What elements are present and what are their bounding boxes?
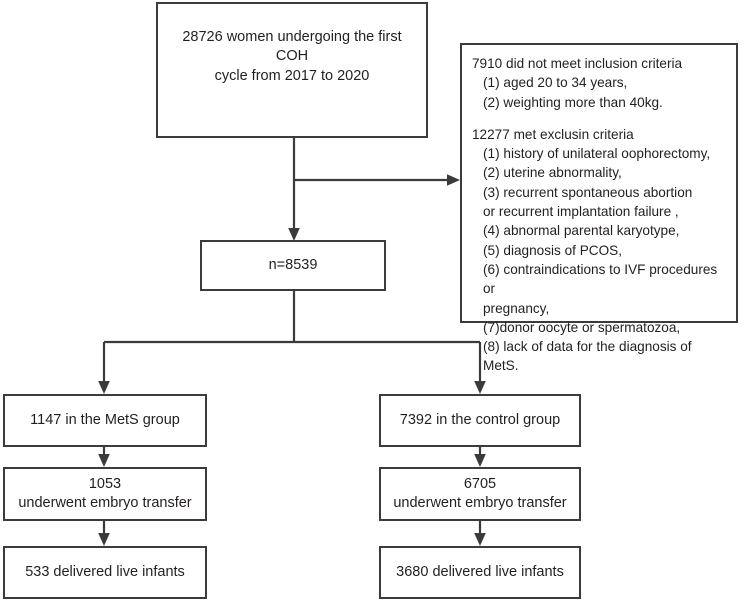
node-control-embryo-transfer: 6705 underwent embryo transfer [379,467,581,521]
exclusion-criteria-item: (3) recurrent spontaneous abortion or re… [483,184,693,220]
inclusion-criteria-list: (1) aged 20 to 34 years, (2) weighting m… [472,73,729,112]
exclusion-criteria-item: (4) abnormal parental karyotype, [483,223,680,239]
node-mets-live-infants-label: 533 delivered live infants [25,563,185,580]
inclusion-criteria-item: (2) weighting more than 40kg. [483,94,663,110]
node-mets-live-infants: 533 delivered live infants [3,546,207,599]
exclusion-criteria-item: (7)donor oocyte or spermatozoa, [483,319,681,335]
arrowhead-control-infants [474,533,486,546]
node-eligible-cohort: n=8539 [200,240,386,291]
node-enrolled-label: 28726 women undergoing the first COH cyc… [182,29,402,84]
node-control-embryo-transfer-label: 6705 underwent embryo transfer [393,475,567,511]
exclusion-criteria-item: (2) uterine abnormality, [483,165,622,181]
node-control-live-infants-label: 3680 delivered live infants [396,563,564,580]
node-mets-group: 1147 in the MetS group [3,394,207,447]
arrowhead-mets-et [98,454,110,467]
exclusion-criteria-item: (5) diagnosis of PCOS, [483,242,623,258]
node-exclusion-criteria: 7910 did not meet inclusion criteria (1)… [460,43,738,373]
exclusion-criteria-item: (6) contraindications to IVF procedures … [483,261,718,316]
exclusion-criteria-item: (1) history of unilateral oophorectomy, [483,146,711,162]
arrowhead-mets-group [98,381,110,394]
inclusion-criteria-heading: 7910 did not meet inclusion criteria [472,56,683,71]
list-spacer [472,112,729,125]
exclusion-criteria-item: (8) lack of data for the diagnosis of Me… [483,339,692,374]
node-mets-embryo-transfer: 1053 underwent embryo transfer [3,467,207,521]
exclusion-criteria-list: (1) history of unilateral oophorectomy, … [472,144,729,376]
node-enrolled-cohort: 28726 women undergoing the first COH cyc… [156,2,428,138]
node-eligible-label: n=8539 [268,256,318,273]
exclusion-criteria-heading: 12277 met exclusin criteria [472,126,634,142]
node-mets-group-label: 1147 in the MetS group [30,411,180,428]
arrowhead-control-group [474,381,486,394]
node-control-live-infants: 3680 delivered live infants [379,546,581,599]
node-mets-embryo-transfer-label: 1053 underwent embryo transfer [18,475,192,511]
node-control-group-label: 7392 in the control group [399,411,561,428]
arrowhead-control-et [474,454,486,467]
arrowhead-exclusions [447,174,460,186]
inclusion-criteria-item: (1) aged 20 to 34 years, [483,75,628,91]
arrowhead-mets-infants [98,533,110,546]
node-control-group: 7392 in the control group [379,394,581,447]
